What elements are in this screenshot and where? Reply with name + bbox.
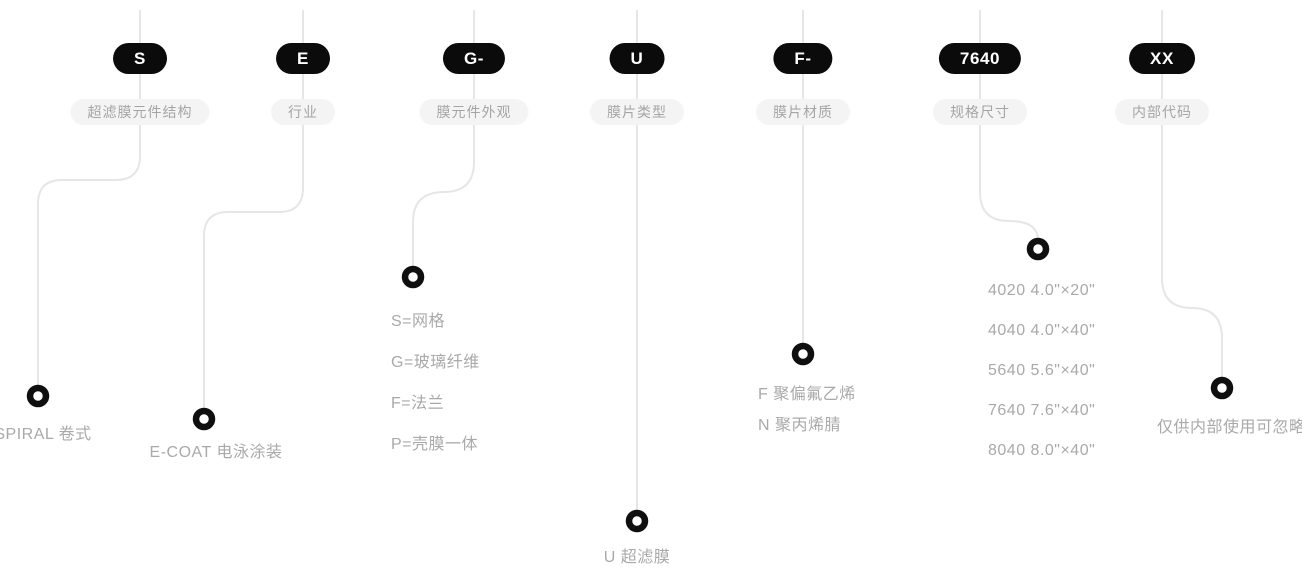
option-item: G=玻璃纤维: [391, 354, 480, 371]
category-pill-material: 膜片材质: [756, 99, 850, 125]
connector-line-appearance: [412, 10, 475, 268]
code-badge-internal-code: XX: [1129, 43, 1195, 74]
option-item: 仅供内部使用可忽略: [1157, 419, 1302, 436]
node-marker-membrane-type: [625, 509, 649, 533]
option-item: F=法兰: [391, 395, 445, 412]
option-item: SPIRAL 卷式: [0, 426, 92, 443]
connector-line-structure: [37, 10, 141, 387]
options-size: 4020 4.0"×20" 4040 4.0"×40" 5640 5.6"×40…: [988, 281, 1095, 461]
category-pill-internal-code: 内部代码: [1115, 99, 1209, 125]
node-marker-appearance: [401, 265, 425, 289]
option-item: E-COAT 电泳涂装: [149, 444, 283, 461]
option-item: P=壳膜一体: [391, 436, 479, 453]
node-marker-size: [1026, 237, 1050, 261]
connector-line-size: [979, 10, 1039, 241]
code-badge-membrane-type: U: [609, 43, 665, 74]
option-item: 4040 4.0"×40": [988, 322, 1096, 339]
option-item: N 聚丙烯腈: [758, 417, 842, 434]
options-industry: E-COAT 电泳涂装: [150, 443, 283, 463]
category-pill-appearance: 膜元件外观: [419, 99, 529, 125]
options-structure: SPIRAL 卷式: [0, 425, 92, 445]
option-item: S=网格: [391, 313, 446, 330]
node-marker-structure: [26, 384, 50, 408]
option-item: 5640 5.6"×40": [988, 362, 1096, 379]
node-marker-material: [791, 342, 815, 366]
options-membrane-type: U 超滤膜: [604, 548, 671, 568]
node-marker-internal-code: [1210, 376, 1234, 400]
option-item: 4020 4.0"×20": [988, 282, 1096, 299]
category-pill-membrane-type: 膜片类型: [590, 99, 684, 125]
code-badge-industry: E: [276, 43, 330, 74]
options-material: F 聚偏氟乙烯 N 聚丙烯腈: [758, 385, 856, 436]
category-pill-size: 规格尺寸: [933, 99, 1027, 125]
option-item: F 聚偏氟乙烯: [758, 386, 856, 403]
option-item: 8040 8.0"×40": [988, 442, 1096, 459]
option-item: U 超滤膜: [603, 549, 671, 566]
category-pill-industry: 行业: [271, 99, 335, 125]
code-badge-material: F-: [773, 43, 833, 74]
code-badge-size: 7640: [938, 43, 1022, 74]
category-pill-structure: 超滤膜元件结构: [70, 99, 210, 125]
option-item: 7640 7.6"×40": [988, 402, 1096, 419]
code-badge-appearance: G-: [442, 43, 506, 74]
options-internal-code: 仅供内部使用可忽略: [1157, 418, 1302, 438]
node-marker-industry: [192, 407, 216, 431]
connector-line-industry: [203, 10, 304, 410]
options-appearance: S=网格 G=玻璃纤维 F=法兰 P=壳膜一体: [391, 312, 480, 455]
code-badge-structure: S: [113, 43, 167, 74]
connector-line-internal-code: [1161, 10, 1223, 378]
